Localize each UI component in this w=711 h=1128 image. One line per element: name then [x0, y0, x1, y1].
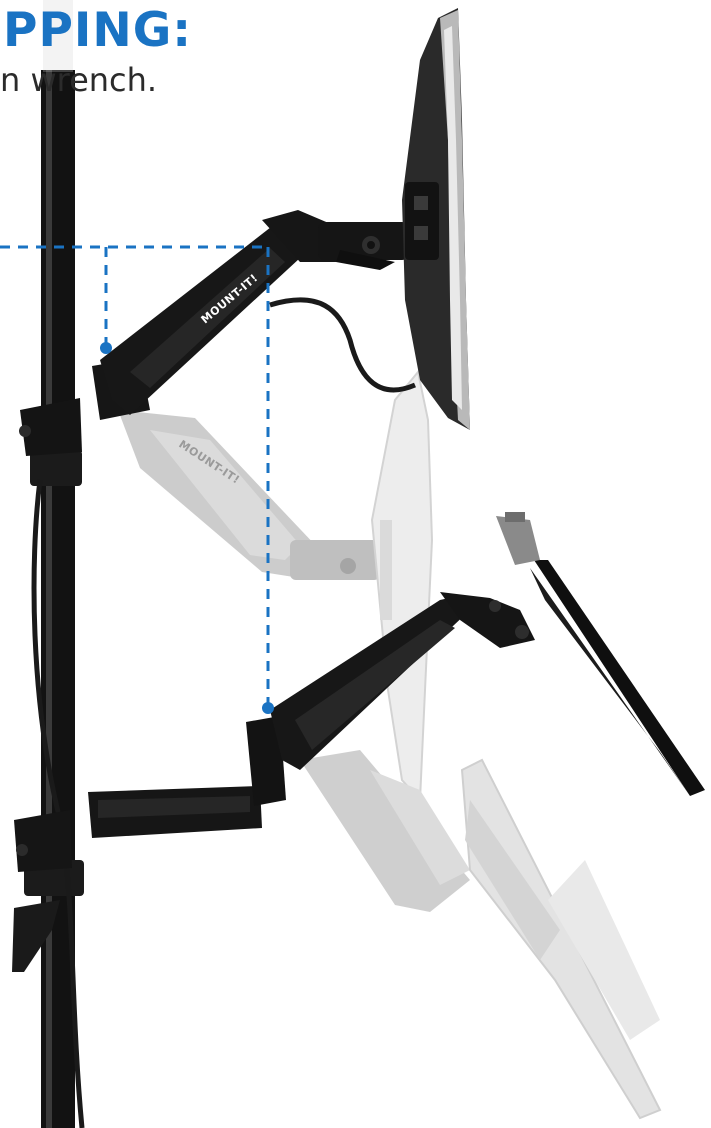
dimension-point-lower — [262, 702, 274, 714]
lower-vesa-plate — [496, 512, 705, 796]
upper-arm — [19, 210, 408, 456]
dimension-point-upper — [100, 342, 112, 354]
headline: PPING: — [3, 3, 193, 58]
ghost-lower-arm — [300, 750, 662, 1120]
subheadline: n wrench. — [0, 61, 158, 99]
lower-arm — [14, 592, 535, 872]
height-dimension-lines — [0, 245, 270, 708]
upper-monitor — [402, 8, 470, 430]
